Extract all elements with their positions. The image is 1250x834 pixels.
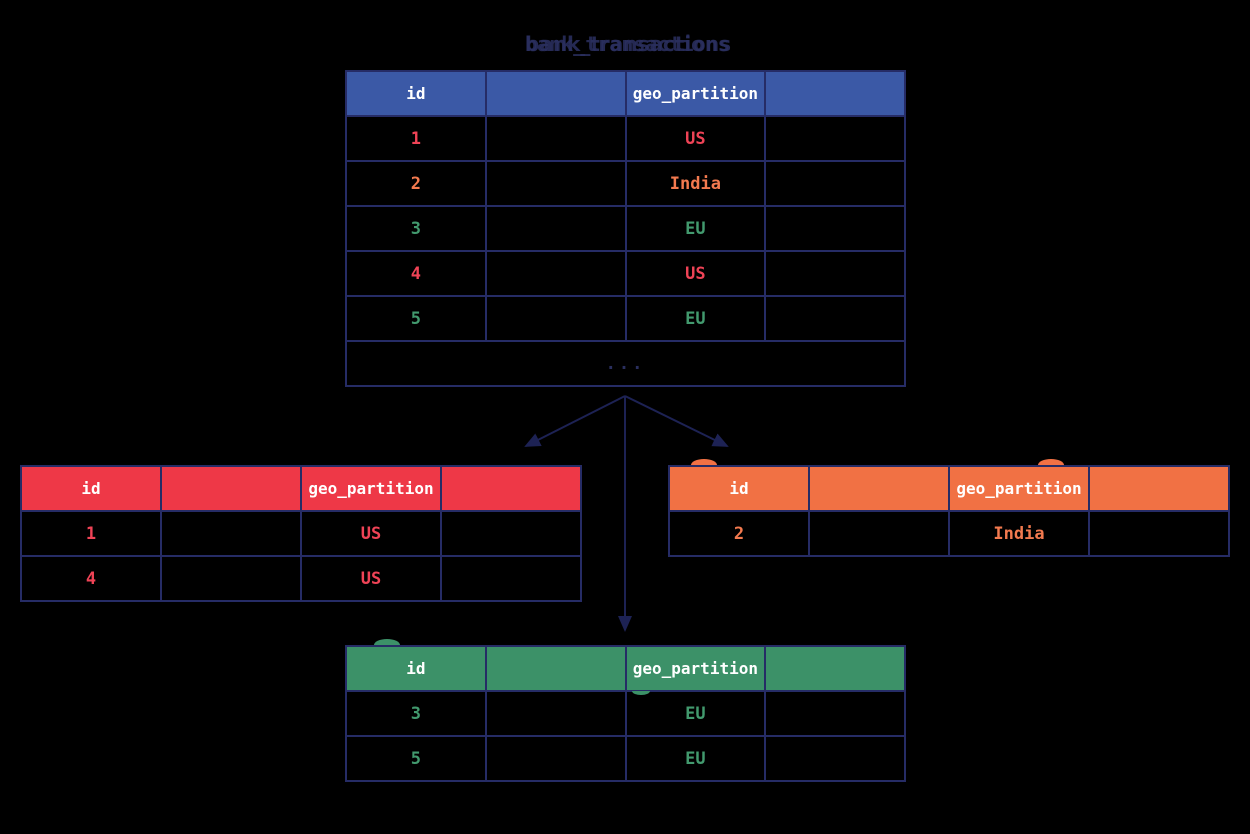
cell-id: 3: [345, 690, 487, 737]
main-table: id geo_partition 1 US 2 India: [345, 70, 906, 387]
cell-id: 1: [20, 510, 162, 557]
cell-blank: [440, 555, 582, 602]
column-header-id: id: [345, 645, 487, 692]
cell-geo-partition: US: [624, 250, 767, 297]
column-header-blank: [1088, 465, 1230, 512]
cell-blank: [484, 250, 627, 297]
cell-geo-partition: India: [948, 510, 1090, 557]
column-header-blank: [808, 465, 950, 512]
cell-geo-partition: EU: [624, 735, 767, 782]
cell-blank: [484, 690, 627, 737]
table-row: 1 US: [20, 510, 582, 557]
green-dot-icon: [632, 691, 650, 695]
table-row: 1 US: [345, 115, 906, 162]
cell-id: 4: [20, 555, 162, 602]
column-header-id: id: [20, 465, 162, 512]
arrow-to-us-partition: [524, 395, 626, 447]
cell-id: 1: [345, 115, 487, 162]
cell-id: 2: [345, 160, 487, 207]
cell-geo-partition: US: [300, 510, 442, 557]
cell-geo-partition: EU: [624, 295, 767, 342]
ellipsis-cell: ...: [345, 340, 906, 387]
cell-blank: [764, 295, 906, 342]
cell-geo-partition: EU: [624, 690, 767, 737]
table-row: 4 US: [345, 250, 906, 297]
cell-blank: [764, 160, 906, 207]
table-title-sans-layer: bank_transactions: [525, 32, 732, 56]
table-row: 3 EU: [345, 205, 906, 252]
cell-id: 2: [668, 510, 810, 557]
eu-partition-table: id geo_partition 3 EU 5 EU: [345, 645, 906, 782]
cell-blank: [484, 205, 627, 252]
cell-blank: [440, 510, 582, 557]
table-header-row: id geo_partition: [345, 645, 906, 692]
orange-dot-icon: [691, 459, 717, 465]
cell-blank: [484, 295, 627, 342]
cell-blank: [764, 250, 906, 297]
table-ellipsis-row: ...: [345, 340, 906, 387]
cell-blank: [484, 735, 627, 782]
table-header-row: id geo_partition: [345, 70, 906, 117]
table-title-mono-layer: bank_transactions: [525, 32, 730, 56]
table-row: 5 EU: [345, 735, 906, 782]
cell-blank: [484, 160, 627, 207]
cell-id: 4: [345, 250, 487, 297]
cell-blank: [484, 115, 627, 162]
cell-geo-partition: India: [624, 160, 767, 207]
table-row: 3 EU: [345, 690, 906, 737]
column-header-id: id: [345, 70, 487, 117]
cell-blank: [764, 115, 906, 162]
table-title: bank_transactions bank_transactions: [525, 32, 735, 60]
table-row: 4 US: [20, 555, 582, 602]
cell-blank: [808, 510, 950, 557]
column-header-blank: [484, 645, 627, 692]
cell-blank: [764, 690, 906, 737]
table-header-row: id geo_partition: [668, 465, 1230, 512]
cell-id: 5: [345, 295, 487, 342]
green-dot-icon: [374, 639, 400, 645]
cell-blank: [764, 205, 906, 252]
orange-dot-icon: [1038, 459, 1064, 465]
cell-geo-partition: US: [300, 555, 442, 602]
table-row: 2 India: [668, 510, 1230, 557]
column-header-blank: [440, 465, 582, 512]
us-partition-table: id geo_partition 1 US 4 US: [20, 465, 582, 602]
cell-blank: [160, 510, 302, 557]
column-header-blank: [764, 70, 906, 117]
column-header-blank: [484, 70, 627, 117]
cell-id: 3: [345, 205, 487, 252]
column-header-geo-partition: geo_partition: [948, 465, 1090, 512]
cell-blank: [160, 555, 302, 602]
column-header-geo-partition: geo_partition: [624, 645, 767, 692]
india-partition-table: id geo_partition 2 India: [668, 465, 1230, 557]
column-header-blank: [160, 465, 302, 512]
cell-id: 5: [345, 735, 487, 782]
table-row: 2 India: [345, 160, 906, 207]
cell-geo-partition: EU: [624, 205, 767, 252]
column-header-geo-partition: geo_partition: [300, 465, 442, 512]
table-header-row: id geo_partition: [20, 465, 582, 512]
cell-blank: [1088, 510, 1230, 557]
cell-blank: [764, 735, 906, 782]
column-header-id: id: [668, 465, 810, 512]
cell-geo-partition: US: [624, 115, 767, 162]
column-header-geo-partition: geo_partition: [624, 70, 767, 117]
arrow-to-india-partition: [624, 395, 729, 447]
table-row: 5 EU: [345, 295, 906, 342]
column-header-blank: [764, 645, 906, 692]
